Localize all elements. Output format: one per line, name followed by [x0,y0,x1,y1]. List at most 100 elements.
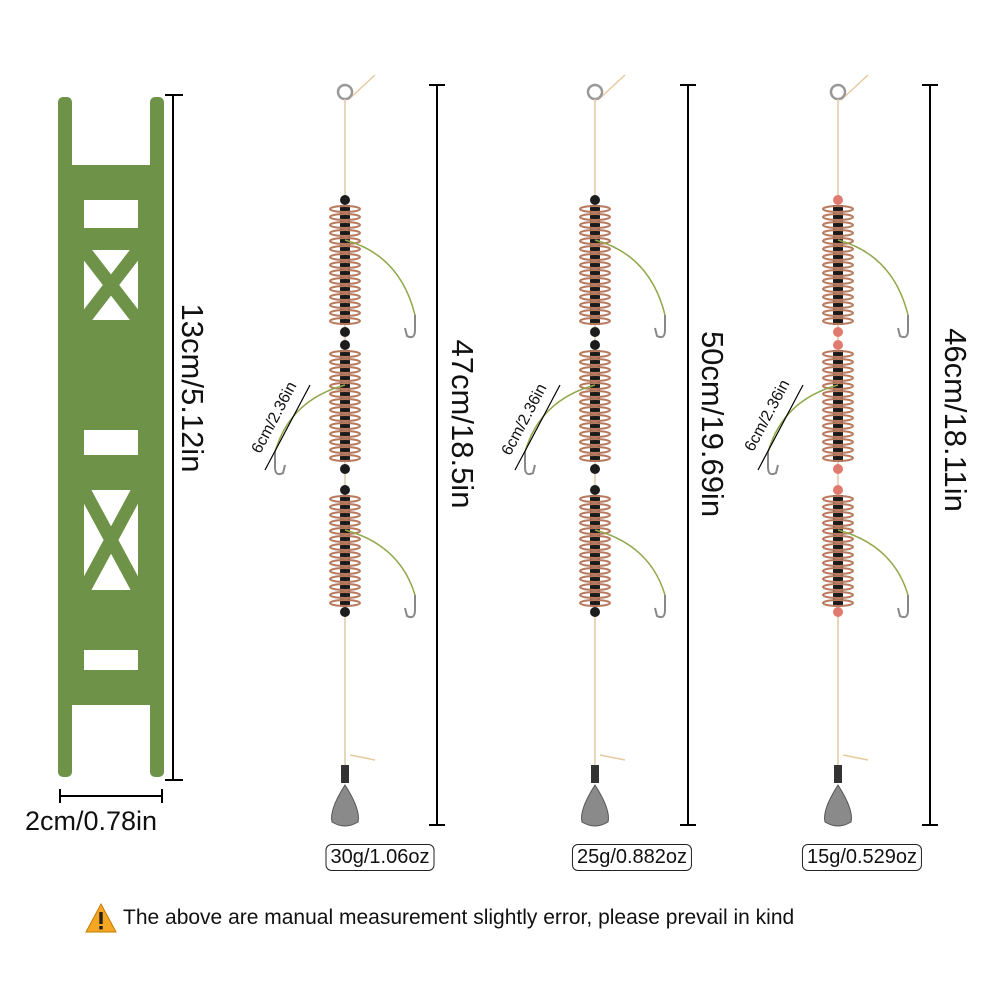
feeder-spring-coil [579,205,611,213]
feeder-spring-coil [579,575,611,583]
line-tag [349,754,376,761]
hook [897,595,909,619]
rig-3-weight-label: 15g/0.529oz [801,844,923,871]
feeder-spring-coil [822,261,854,269]
line-tag [599,754,626,761]
sinker-weight [824,784,852,827]
feeder-spring-coil [329,575,361,583]
snap-swivel [591,765,599,783]
feeder-spring-coil [329,559,361,567]
winder-window [84,650,138,670]
feeder-spring-coil [329,414,361,422]
feeder-spring-coil [579,229,611,237]
hook [274,452,286,476]
feeder-spring-coil [329,293,361,301]
feeder-spring-coil [329,398,361,406]
feeder-spring-coil [329,583,361,591]
warning-icon [85,903,117,933]
measurement-note-text: The above are manual measurement slightl… [123,906,795,929]
feeder-spring-coil [579,438,611,446]
feeder-spring-coil [329,358,361,366]
feeder-spring-coil [329,221,361,229]
rig-1-length-label: 47cm/18.5in [445,339,480,509]
winder-bar [84,237,138,246]
bead [340,327,350,337]
feeder-spring-coil [822,567,854,575]
feeder-spring-coil [822,213,854,221]
feeder-spring-coil [579,213,611,221]
bead [340,464,350,474]
line-tag [840,74,869,101]
feeder-spring-coil [329,366,361,374]
rig-2-length-label: 50cm/19.69in [695,330,730,518]
feeder-spring-coil [822,446,854,454]
bead [833,195,843,205]
hook-leader [594,239,666,316]
feeder-spring-coil [822,309,854,317]
feeder-spring-coil [579,430,611,438]
feeder-spring-coil [579,583,611,591]
winder-width-label: 2cm/0.78in [25,806,158,836]
feeder-spring-coil [822,422,854,430]
feeder-spring-coil [579,519,611,527]
sinker-weight [581,784,609,827]
feeder-spring-coil [329,454,361,462]
feeder-spring-coil [822,406,854,414]
feeder-spring-coil [329,261,361,269]
feeder-spring-coil [822,535,854,543]
feeder-spring-coil [329,591,361,599]
winder-bar [84,635,138,644]
feeder-spring-coil [579,253,611,261]
feeder-spring-coil [329,269,361,277]
feeder-spring-coil [329,229,361,237]
winder-bar [84,470,138,479]
feeder-spring-coil [329,503,361,511]
line-winder [58,97,164,777]
sinker-weight [331,784,359,827]
feeder-spring-coil [579,422,611,430]
bead [590,340,600,350]
swivel-ring [336,83,354,101]
feeder-spring-coil [579,414,611,422]
hook [897,315,909,339]
leader-dimension-line [757,384,804,471]
feeder-spring-coil [579,277,611,285]
hook-leader [837,239,909,316]
hook [404,315,416,339]
feeder-spring-coil [579,350,611,358]
feeder-core [340,205,350,325]
feeder-spring-coil [579,446,611,454]
feeder-core [833,205,843,325]
feeder-spring-coil [822,559,854,567]
feeder-spring-coil [329,527,361,535]
swivel-ring [586,83,604,101]
bead [590,464,600,474]
feeder-spring-coil [822,366,854,374]
bead [590,327,600,337]
feeder-spring-coil [579,495,611,503]
feeder-spring-coil [329,535,361,543]
feeder-spring-coil [822,221,854,229]
line-tag [597,74,626,101]
bead [590,607,600,617]
hook-leader [274,384,346,453]
feeder-spring-coil [822,398,854,406]
feeder-spring-coil [329,430,361,438]
bead [340,485,350,495]
feeder-spring-coil [822,511,854,519]
rig-2-weight-label: 25g/0.882oz [571,844,693,871]
rig-3-length-label: 46cm/18.11in [938,328,973,512]
feeder-spring-coil [579,503,611,511]
feeder-spring-coil [822,551,854,559]
feeder-spring-coil [329,213,361,221]
feeder-spring-coil [822,430,854,438]
feeder-spring-coil [579,454,611,462]
hook-leader [524,384,596,453]
feeder-spring-coil [579,535,611,543]
feeder-spring-coil [579,398,611,406]
feeder-spring-coil [329,350,361,358]
feeder-spring-coil [822,438,854,446]
feeder-spring-coil [329,382,361,390]
hook-leader [344,529,416,596]
feeder-spring-coil [329,422,361,430]
